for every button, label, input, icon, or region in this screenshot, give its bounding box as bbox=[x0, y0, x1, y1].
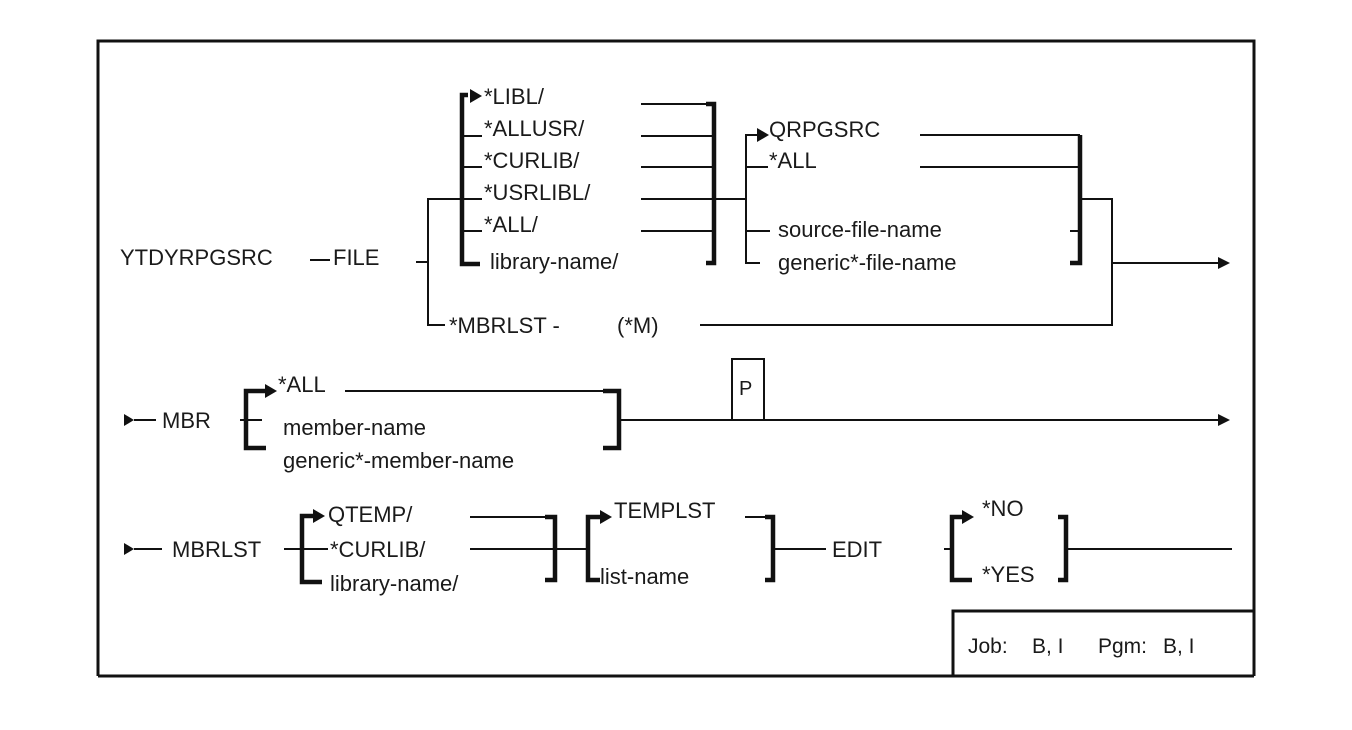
mbrlst-keyword: MBRLST bbox=[172, 537, 261, 562]
pgm-value: B, I bbox=[1163, 635, 1195, 658]
mbrlst-library-option: library-name/ bbox=[330, 571, 459, 596]
mbrlst-library-option: *CURLIB/ bbox=[330, 537, 426, 562]
library-options-left-bracket bbox=[459, 92, 480, 267]
mbr-left-bracket bbox=[243, 388, 268, 451]
default-arrow-icon bbox=[962, 510, 974, 524]
file-option: generic*-file-name bbox=[778, 250, 957, 275]
start-arrow-icon bbox=[124, 414, 134, 426]
continue-arrow-icon bbox=[1218, 257, 1230, 269]
diagram-frame bbox=[96, 39, 1256, 676]
file-options-right-bracket bbox=[1070, 135, 1083, 266]
pgm-label: Pgm: bbox=[1098, 635, 1147, 658]
edit-left-bracket bbox=[949, 514, 972, 583]
library-option: *USRLIBL/ bbox=[484, 180, 591, 205]
mbr-keyword: MBR bbox=[162, 408, 211, 433]
mbr-right-bracket bbox=[603, 388, 622, 451]
list-left-bracket bbox=[585, 514, 602, 583]
mbrlst-library-left-bracket bbox=[299, 513, 322, 585]
edit-option: *YES bbox=[982, 562, 1035, 587]
default-arrow-icon bbox=[757, 128, 769, 142]
file-option: source-file-name bbox=[778, 217, 942, 242]
edit-option: *NO bbox=[982, 496, 1024, 521]
continue-arrow-icon bbox=[1218, 414, 1230, 426]
mbr-option: member-name bbox=[283, 415, 426, 440]
list-option: list-name bbox=[600, 564, 689, 589]
default-arrow-icon bbox=[265, 384, 277, 398]
default-arrow-icon bbox=[470, 89, 482, 103]
start-arrow-icon bbox=[124, 543, 134, 555]
job-label: Job: bbox=[968, 635, 1008, 658]
mbrlst-alternate: *MBRLST - bbox=[449, 313, 560, 338]
positional-marker: P bbox=[739, 378, 752, 400]
list-right-bracket bbox=[765, 514, 776, 583]
file-option: *ALL bbox=[769, 148, 817, 173]
command-name: YTDYRPGSRC bbox=[120, 245, 273, 270]
library-option: *ALLUSR/ bbox=[484, 116, 585, 141]
default-arrow-icon bbox=[313, 509, 325, 523]
mbrlst-alternate-note: (*M) bbox=[617, 313, 659, 338]
library-option: *CURLIB/ bbox=[484, 148, 580, 173]
library-option: *ALL/ bbox=[484, 212, 539, 237]
file-option: QRPGSRC bbox=[769, 117, 880, 142]
library-option: *LIBL/ bbox=[484, 84, 545, 109]
mbr-option: generic*-member-name bbox=[283, 448, 514, 473]
job-value: B, I bbox=[1032, 635, 1064, 658]
file-options-left-bracket bbox=[745, 134, 760, 264]
environment-box bbox=[951, 609, 1254, 676]
mbrlst-library-option: QTEMP/ bbox=[328, 502, 413, 527]
file-branch-bracket bbox=[427, 198, 464, 326]
default-arrow-icon bbox=[600, 510, 612, 524]
library-options-right-bracket bbox=[706, 101, 717, 266]
positional-marker-box bbox=[731, 358, 765, 420]
list-option: TEMPLST bbox=[614, 498, 715, 523]
library-option: library-name/ bbox=[490, 249, 619, 274]
file-keyword: FILE bbox=[333, 245, 379, 270]
edit-right-bracket bbox=[1058, 514, 1069, 583]
mbr-option: *ALL bbox=[278, 372, 326, 397]
edit-keyword: EDIT bbox=[832, 537, 882, 562]
